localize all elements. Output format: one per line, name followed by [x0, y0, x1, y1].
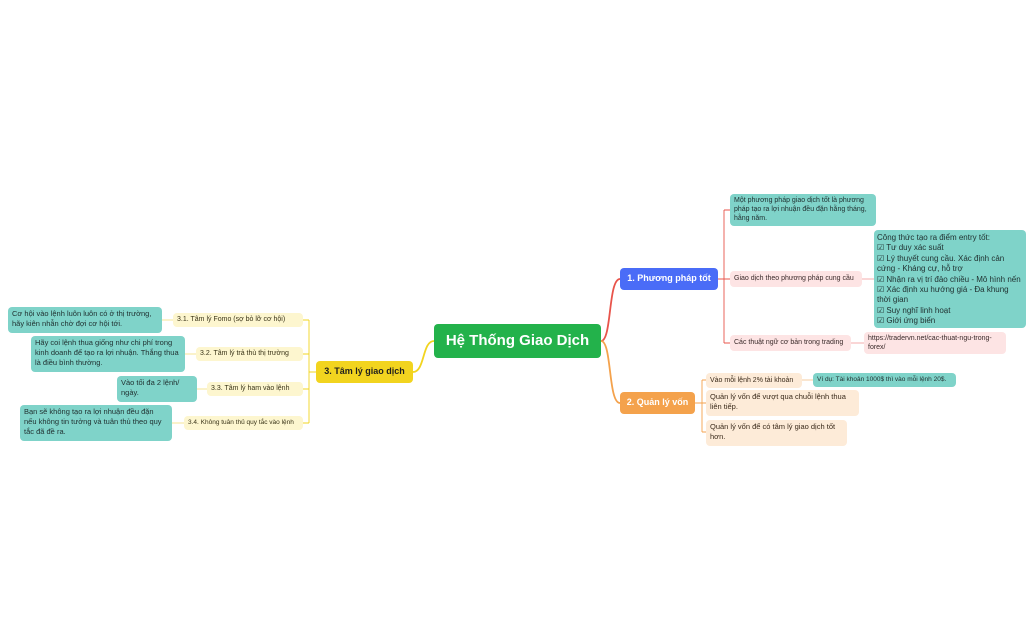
- branch-good-method[interactable]: 1. Phương pháp tốt: [620, 268, 718, 290]
- psychology-item-fomo[interactable]: 3.1. Tâm lý Fomo (sợ bỏ lỡ cơ hội): [173, 313, 303, 327]
- capital-point-losing-streak[interactable]: Quản lý vốn để vượt qua chuỗi lệnh thua …: [706, 390, 859, 416]
- fomo-note[interactable]: Cơ hội vào lệnh luôn luôn có ở thị trườn…: [8, 307, 162, 333]
- trading-terms-topic[interactable]: Các thuật ngữ cơ bản trong trading: [730, 335, 851, 351]
- supply-demand-topic[interactable]: Giao dịch theo phương pháp cung cầu: [730, 271, 862, 287]
- psychology-item-rules[interactable]: 3.4. Không tuân thủ quy tắc vào lệnh: [184, 416, 303, 430]
- branch-capital-management[interactable]: 2. Quản lý vốn: [620, 392, 695, 414]
- rules-note[interactable]: Bạn sẽ không tạo ra lợi nhuận đều đặn nế…: [20, 405, 172, 441]
- risk-example-note[interactable]: Ví dụ: Tài khoản 1000$ thì vào mỗi lệnh …: [813, 373, 956, 387]
- psychology-item-overtrading[interactable]: 3.3. Tâm lý ham vào lệnh: [207, 382, 303, 396]
- capital-point-psychology[interactable]: Quản lý vốn để có tâm lý giao dịch tốt h…: [706, 420, 847, 446]
- good-method-note[interactable]: Một phương pháp giao dịch tốt là phương …: [730, 194, 876, 226]
- branch-trading-psychology[interactable]: 3. Tâm lý giao dịch: [316, 361, 413, 383]
- root-topic[interactable]: Hệ Thống Giao Dịch: [434, 324, 601, 358]
- risk-per-trade-topic[interactable]: Vào mỗi lệnh 2% tài khoản: [706, 373, 802, 388]
- overtrading-note[interactable]: Vào tối đa 2 lệnh/ ngày.: [117, 376, 197, 402]
- revenge-note[interactable]: Hãy coi lệnh thua giống như chi phí tron…: [31, 336, 185, 372]
- psychology-item-revenge[interactable]: 3.2. Tâm lý trả thù thị trường: [196, 347, 303, 361]
- trading-terms-link[interactable]: https://tradervn.net/cac-thuat-ngu-trong…: [864, 332, 1006, 354]
- entry-formula-note[interactable]: Công thức tạo ra điểm entry tốt: ☑ Tư du…: [874, 230, 1026, 328]
